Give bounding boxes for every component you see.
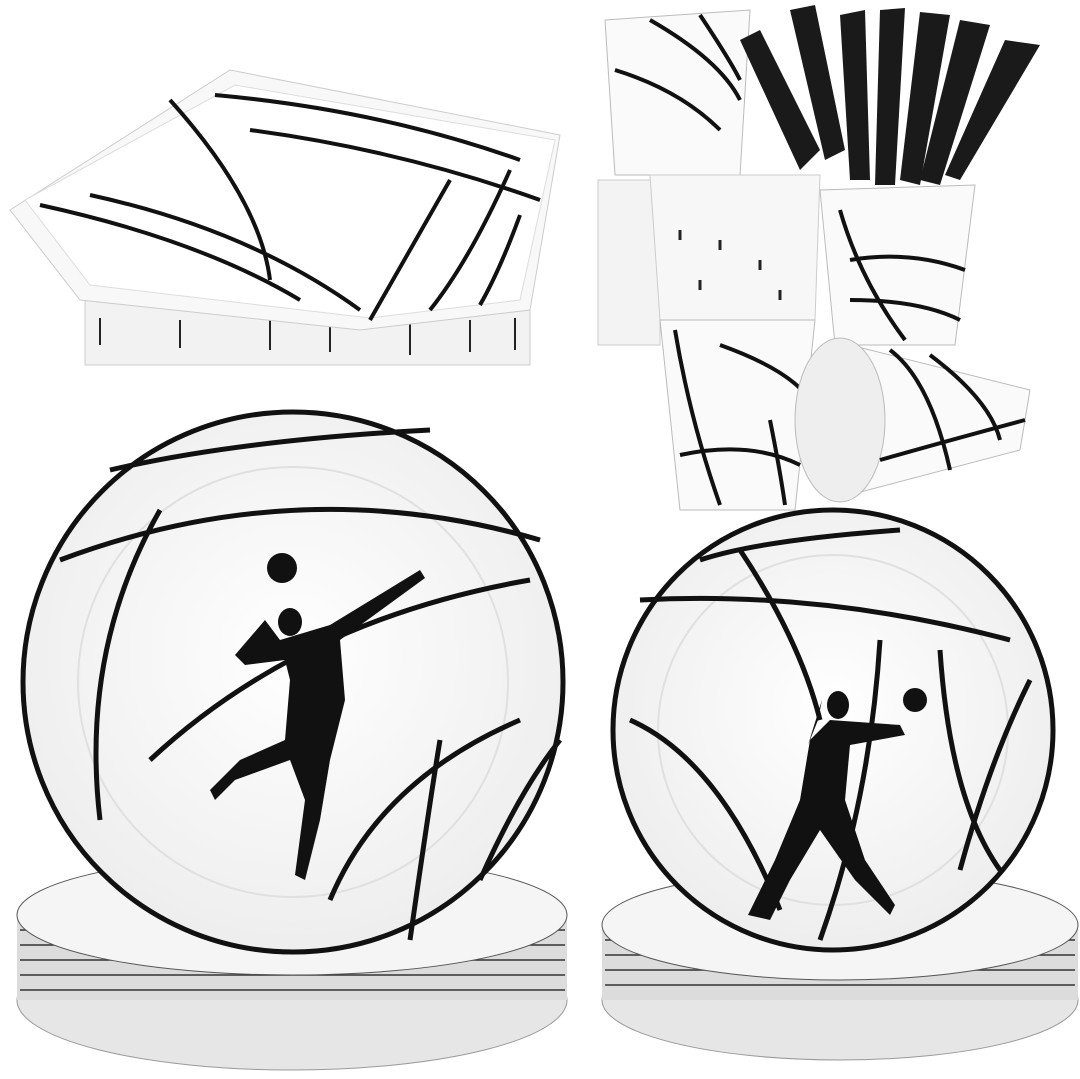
large-plate [20,409,566,955]
volleyball-player-spiking-silhouette [210,553,425,880]
tipped-cup [794,337,1031,503]
small-plate [610,507,1056,953]
cup-stack [597,9,1031,511]
napkin-stack [9,69,561,366]
volleyball-player-serving-silhouette [748,688,927,920]
fork-bundle [740,5,1040,185]
